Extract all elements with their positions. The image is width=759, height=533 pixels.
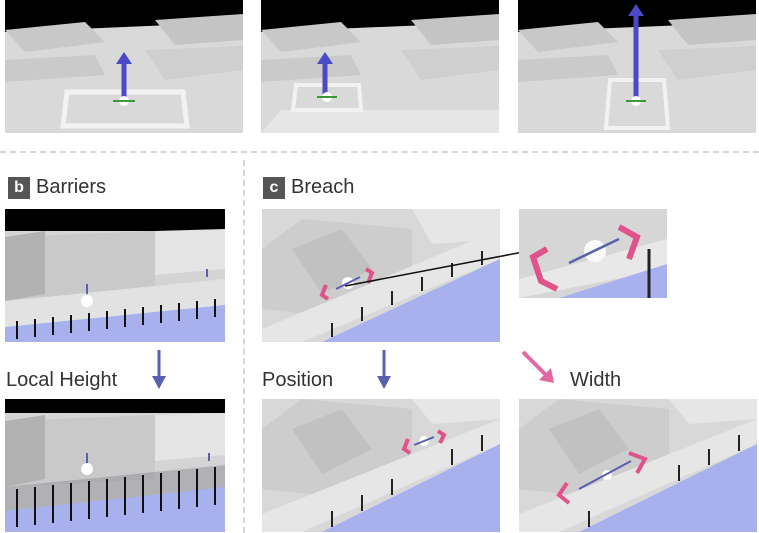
section-divider-horizontal [0,151,759,153]
breach-heading: c Breach [263,176,354,199]
breach-scene-position [262,399,500,532]
barriers-scene-before [5,209,225,342]
breach-scene-overview [262,209,500,342]
barriers-title: Barriers [36,176,107,198]
barriers-badge: b [8,176,30,199]
barriers-scene-after [5,399,225,532]
breach-zoom-detail [519,209,667,298]
breach-title: Breach [291,176,355,198]
down-arrow-icon [377,350,391,389]
local-height-label: Local Height [6,369,118,391]
diagonal-arrow-icon [521,350,554,383]
width-label: Width [570,369,622,391]
down-arrow-icon [152,350,166,389]
scene-top-1 [5,0,243,133]
breach-scene-width [519,399,757,532]
position-label: Position [262,369,334,391]
callout-line [345,251,524,287]
section-divider-vertical [243,160,245,533]
scene-top-2 [261,0,499,133]
barriers-heading: b Barriers [8,176,106,199]
breach-badge: c [263,176,285,199]
scene-top-3 [518,0,756,133]
